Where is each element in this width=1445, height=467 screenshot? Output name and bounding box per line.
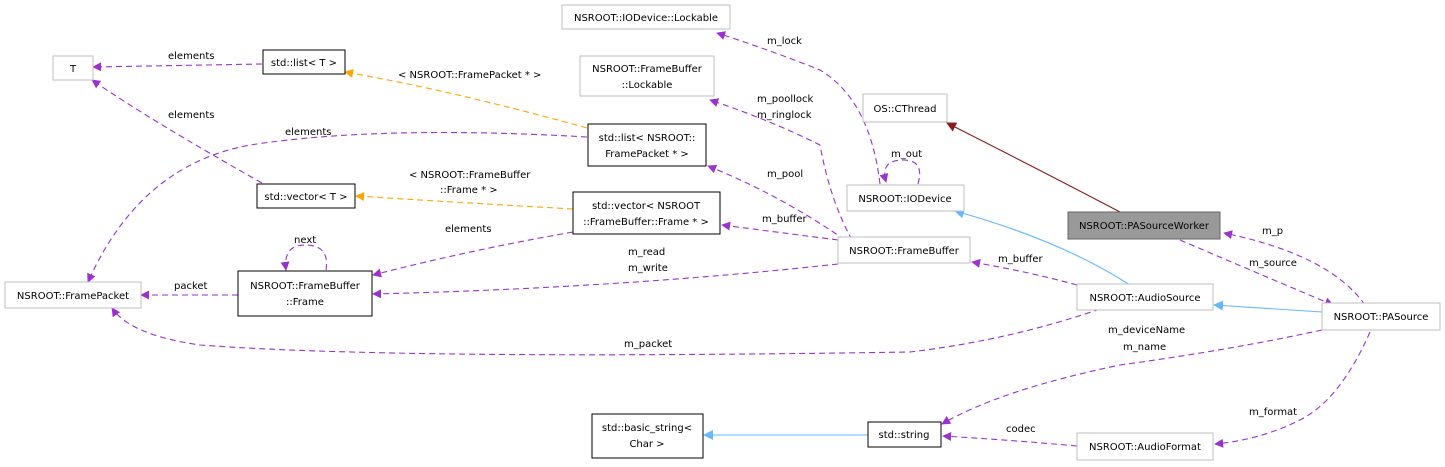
edge-pasource-mp	[1223, 230, 1366, 306]
label-mpoollock: m_poollock	[757, 94, 813, 105]
edge-format-codec	[942, 431, 1078, 447]
label-vectorframe-template-2: ::Frame * >	[440, 185, 498, 196]
node-framebuffer-lockable[interactable]: NSROOT::FrameBuffer ::Lockable	[579, 55, 715, 97]
label-list-t-elements: elements	[168, 51, 214, 62]
edge-fb-lockable	[709, 98, 853, 241]
edge-pasource-audiosource	[1213, 300, 1323, 313]
label-frame-packet: packet	[174, 281, 208, 292]
node-vector-frame-label-1: std::vector< NSROOT	[592, 201, 701, 212]
label-mlock: m_lock	[767, 36, 802, 47]
node-audiosource[interactable]: NSROOT::AudioSource	[1076, 283, 1214, 311]
node-iodevice-label: NSROOT::IODevice	[858, 194, 951, 205]
node-framebuffer-lockable-label-1: NSROOT::FrameBuffer	[592, 64, 703, 75]
node-iodevice[interactable]: NSROOT::IODevice	[846, 184, 965, 212]
edge-fb-mbuffer	[721, 221, 839, 241]
node-audiosource-label: NSROOT::AudioSource	[1089, 293, 1200, 304]
node-framepacket[interactable]: NSROOT::FramePacket	[4, 281, 142, 309]
node-pasourceworker-label: NSROOT::PASourceWorker	[1079, 221, 1210, 232]
node-frame[interactable]: NSROOT::FrameBuffer ::Frame	[237, 270, 373, 317]
node-basic-string-label-1: std::basic_string<	[602, 423, 692, 434]
node-t[interactable]: T	[52, 55, 94, 81]
node-audioformat-label: NSROOT::AudioFormat	[1089, 442, 1201, 453]
node-frame-label-2: ::Frame	[286, 297, 324, 308]
node-t-label: T	[69, 64, 77, 75]
edge-fb-mread	[372, 263, 839, 299]
node-std-vector-t-label: std::vector< T >	[264, 192, 347, 203]
node-list-framepacket-label-2: FramePacket * >	[605, 149, 689, 160]
edge-iodevice-mlock	[716, 31, 881, 185]
node-cthread-label: OS::CThread	[874, 104, 937, 115]
edge-audiosource-mbuffer	[971, 258, 1078, 286]
node-pasourceworker[interactable]: NSROOT::PASourceWorker	[1067, 211, 1221, 240]
edge-vector-to-t	[91, 79, 263, 184]
node-framebuffer[interactable]: NSROOT::FrameBuffer	[837, 236, 971, 264]
node-std-string-label: std::string	[879, 430, 930, 441]
label-vectorframe-template-1: < NSROOT::FrameBuffer	[409, 170, 531, 181]
edge-frame-next	[280, 244, 328, 271]
edge-audiosource-iodevice	[954, 208, 1131, 286]
node-std-string[interactable]: std::string	[867, 421, 942, 448]
node-frame-label-1: NSROOT::FrameBuffer	[250, 281, 361, 292]
node-iodevice-lockable[interactable]: NSROOT::IODevice::Lockable	[561, 4, 731, 30]
label-mout: m_out	[891, 149, 922, 160]
label-msource: m_source	[1249, 258, 1297, 269]
node-vector-frame[interactable]: std::vector< NSROOT ::FrameBuffer::Frame…	[572, 191, 721, 235]
node-std-vector-t[interactable]: std::vector< T >	[256, 183, 356, 209]
node-vector-frame-label-2: ::FrameBuffer::Frame * >	[583, 217, 709, 228]
label-vectorframe-elements: elements	[445, 224, 491, 235]
edge-audiosource-mpacket	[111, 307, 1101, 356]
label-vector-t-elements: elements	[168, 110, 214, 121]
edge-worker-msource	[1179, 239, 1334, 306]
node-framebuffer-lockable-label-2: ::Lockable	[622, 80, 673, 91]
label-mread: m_read	[628, 247, 665, 258]
label-mringlock: m_ringlock	[757, 110, 812, 121]
edge-vectorframe-elements	[372, 231, 574, 278]
label-listfp-elements: elements	[285, 127, 331, 138]
label-mp: m_p	[1262, 226, 1283, 237]
edge-vectorframe-template	[355, 192, 574, 210]
node-basic-string[interactable]: std::basic_string< Char >	[591, 413, 704, 459]
label-listfp-template: < NSROOT::FramePacket * >	[398, 70, 541, 81]
node-audioformat[interactable]: NSROOT::AudioFormat	[1076, 432, 1214, 461]
label-frame-next: next	[294, 235, 316, 246]
edges	[87, 31, 1371, 448]
nodes: T std::list< T > NSROOT::IODevice::Locka…	[4, 4, 1441, 461]
node-iodevice-lockable-label: NSROOT::IODevice::Lockable	[574, 13, 718, 24]
label-mwrite: m_write	[628, 263, 668, 274]
label-codec: codec	[1006, 424, 1036, 435]
label-mformat: m_format	[1249, 407, 1297, 418]
node-framebuffer-label: NSROOT::FrameBuffer	[849, 246, 960, 257]
edge-listfp-elements	[87, 131, 588, 283]
node-basic-string-label-2: Char >	[629, 439, 664, 450]
node-list-framepacket-label-1: std::list< NSROOT::	[599, 133, 696, 144]
label-mbuffer-as: m_buffer	[998, 254, 1043, 265]
edge-list-to-t	[92, 62, 263, 72]
node-cthread[interactable]: OS::CThread	[862, 93, 948, 123]
node-pasource[interactable]: NSROOT::PASource	[1321, 302, 1441, 331]
edge-worker-cthread	[946, 122, 1121, 213]
edge-pasource-string	[941, 329, 1323, 425]
node-std-list-t[interactable]: std::list< T >	[262, 49, 346, 75]
label-mname: m_name	[1123, 342, 1166, 353]
edge-labels: elements elements < NSROOT::FramePacket …	[168, 36, 1297, 435]
label-mpacket: m_packet	[624, 339, 672, 350]
label-mbuffer-fb: m_buffer	[762, 214, 807, 225]
node-std-list-t-label: std::list< T >	[271, 58, 337, 69]
label-mdevicename: m_deviceName	[1108, 325, 1185, 336]
label-mpool: m_pool	[767, 169, 803, 180]
node-pasource-label: NSROOT::PASource	[1334, 312, 1429, 323]
node-list-framepacket[interactable]: std::list< NSROOT:: FramePacket * >	[587, 123, 707, 167]
edge-listfp-template	[344, 68, 588, 129]
node-framepacket-label: NSROOT::FramePacket	[17, 291, 129, 302]
edge-iodevice-mout	[879, 159, 921, 185]
edge-pasource-format	[1214, 331, 1371, 448]
